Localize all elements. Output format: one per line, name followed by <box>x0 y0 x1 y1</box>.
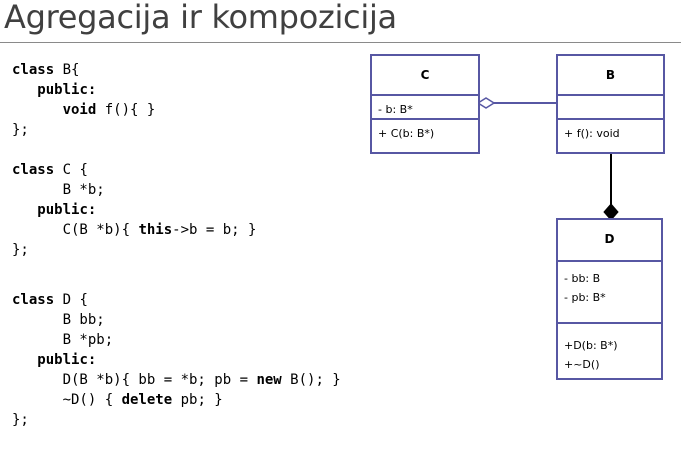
class-d-method: +D(b: B*) <box>564 339 618 352</box>
code-line: B *pb; <box>12 330 114 350</box>
class-d-method: +~D() <box>564 358 600 371</box>
code-line: ~D() { delete pb; } <box>12 390 223 410</box>
uml-class-d: D - bb: B - pb: B* +D(b: B*) +~D() <box>556 218 663 380</box>
code-keyword: public: <box>37 82 97 98</box>
code-text: f(){ } <box>96 102 156 118</box>
code-text: }; <box>12 122 29 138</box>
code-text: }; <box>12 412 29 428</box>
class-b-name: B <box>605 68 616 82</box>
code-line: public: <box>12 80 96 100</box>
code-keyword: delete <box>121 392 173 408</box>
code-keyword: public: <box>37 352 97 368</box>
uml-class-b: B + f(): void <box>556 54 665 154</box>
code-keyword: class <box>12 162 55 178</box>
class-d-attributes: - bb: B - pb: B* <box>558 260 661 322</box>
class-d-methods: +D(b: B*) +~D() <box>558 322 661 378</box>
code-line: public: <box>12 350 96 370</box>
code-keyword: void <box>62 102 97 118</box>
code-keyword: class <box>12 292 55 308</box>
code-keyword: class <box>12 62 55 78</box>
code-text: B{ <box>54 62 80 78</box>
code-line: }; <box>12 410 29 430</box>
class-b-attributes <box>558 94 663 118</box>
class-d-attribute: - pb: B* <box>564 291 606 304</box>
class-c-attribute: - b: B* <box>378 103 413 116</box>
code-text: B(); } <box>281 372 341 388</box>
title-underline <box>0 42 681 43</box>
code-text: ~D() { <box>12 392 122 408</box>
class-c-methods: + C(b: B*) <box>372 118 478 152</box>
class-c-attributes: - b: B* <box>372 94 478 118</box>
aggregation-diamond-icon <box>476 97 496 109</box>
code-line: B bb; <box>12 310 105 330</box>
code-line: void f(){ } <box>12 100 156 120</box>
code-text: B *b; <box>12 182 105 198</box>
code-text: D(B *b){ bb = *b; pb = <box>12 372 257 388</box>
slide-title: Agregacija ir kompozicija <box>4 0 397 36</box>
code-text: C { <box>54 162 88 178</box>
code-line: class C { <box>12 160 88 180</box>
code-line: }; <box>12 120 29 140</box>
code-keyword: public: <box>37 202 97 218</box>
class-d-attribute: - bb: B <box>564 272 601 285</box>
code-line: C(B *b){ this->b = b; } <box>12 220 257 240</box>
code-text: pb; } <box>172 392 223 408</box>
uml-class-c: C - b: B* + C(b: B*) <box>370 54 480 154</box>
code-line: class D { <box>12 290 88 310</box>
code-text: B bb; <box>12 312 105 328</box>
code-text: B *pb; <box>12 332 114 348</box>
class-c-name: C <box>420 68 430 82</box>
class-c-method: + C(b: B*) <box>378 127 435 140</box>
code-line: public: <box>12 200 96 220</box>
code-line: class B{ <box>12 60 79 80</box>
code-keyword: this <box>138 222 173 238</box>
class-b-method: + f(): void <box>564 127 620 140</box>
code-line: D(B *b){ bb = *b; pb = new B(); } <box>12 370 341 390</box>
code-keyword: new <box>256 372 282 388</box>
code-text: C(B *b){ <box>12 222 139 238</box>
code-text: }; <box>12 242 29 258</box>
class-d-name: D <box>604 232 615 246</box>
code-line: }; <box>12 240 29 260</box>
code-line: B *b; <box>12 180 105 200</box>
code-text: ->b = b; } <box>172 222 257 238</box>
code-text: D { <box>54 292 88 308</box>
class-b-methods: + f(): void <box>558 118 663 152</box>
